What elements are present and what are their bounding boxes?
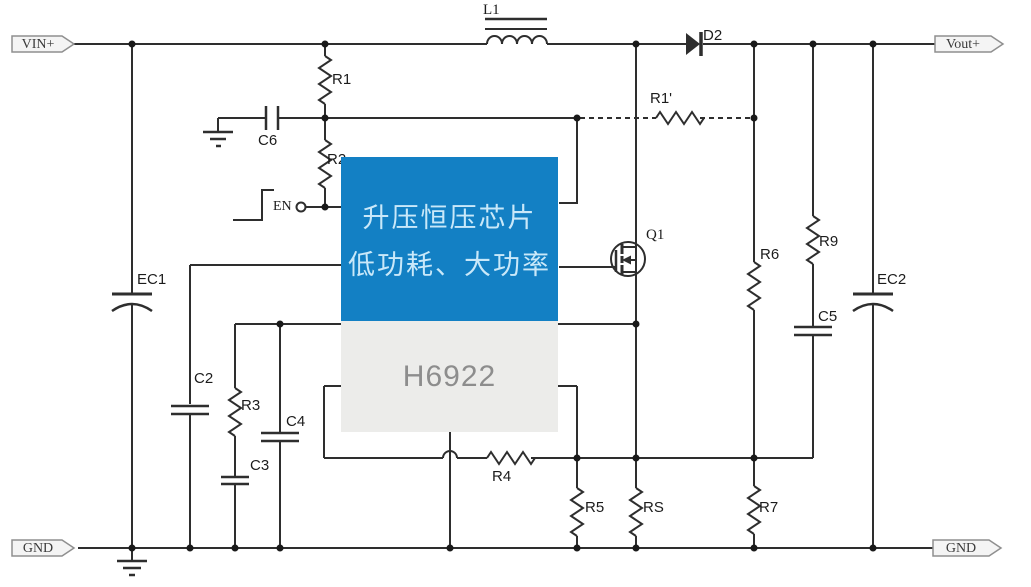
capacitor-c4-symbol — [261, 431, 299, 443]
label-en: EN — [273, 199, 292, 214]
resistor-r9-symbol — [805, 215, 821, 265]
resistor-r5-symbol — [569, 487, 585, 537]
label-l1: L1 — [483, 2, 500, 18]
terminal-vin-label: VIN+ — [21, 37, 55, 52]
label-c4: C4 — [286, 413, 306, 430]
terminal-vin-shape — [11, 35, 76, 53]
terminal-gnd-left-label: GND — [22, 541, 54, 556]
ground-symbol-main — [117, 548, 147, 577]
label-r4: R4 — [492, 468, 512, 485]
mosfet-q1-symbol — [559, 241, 646, 277]
capacitor-ec1-symbol — [111, 292, 153, 313]
resistor-r4-symbol — [486, 450, 536, 466]
label-r3: R3 — [241, 397, 261, 414]
capacitor-c6-symbol — [264, 106, 280, 130]
chip-description-line2: 低功耗、大功率 — [348, 250, 551, 280]
terminal-gnd-right-shape — [932, 539, 1003, 557]
junction-dots — [128, 40, 877, 552]
chip-part-number: H6922 — [402, 359, 497, 393]
en-edge-icon — [233, 189, 274, 221]
resistor-r3-symbol — [227, 387, 243, 437]
label-r7: R7 — [759, 499, 779, 516]
label-c2: C2 — [194, 370, 214, 387]
label-rs: RS — [643, 499, 664, 516]
resistor-r2-symbol — [317, 139, 333, 189]
chip-description-overlay: 升压恒压芯片 低功耗、大功率 — [341, 157, 558, 321]
label-q1: Q1 — [646, 227, 665, 243]
resistor-r1-prime-symbol — [580, 110, 754, 126]
label-r1-prime: R1' — [650, 90, 673, 107]
inductor-l1-symbol — [485, 17, 548, 45]
label-ec2: EC2 — [877, 271, 907, 288]
label-d2: D2 — [703, 27, 723, 44]
terminal-vout-shape — [934, 35, 1005, 53]
terminals — [11, 35, 1005, 557]
label-r6: R6 — [760, 246, 780, 263]
chip-part-number-box: H6922 — [341, 321, 558, 432]
en-node-circle — [295, 201, 307, 213]
terminal-gnd-right-label: GND — [945, 541, 977, 556]
label-r5: R5 — [585, 499, 605, 516]
capacitor-c5-symbol — [794, 325, 832, 337]
chip-description-line1: 升压恒压芯片 — [362, 203, 537, 233]
diode-d2-symbol — [686, 32, 703, 56]
label-r9: R9 — [819, 233, 839, 250]
terminal-gnd-left-shape — [11, 539, 76, 557]
capacitor-c2-symbol — [171, 404, 209, 416]
resistor-r1-symbol — [317, 55, 333, 105]
label-c6: C6 — [258, 132, 278, 149]
label-c5: C5 — [818, 308, 838, 325]
label-c3: C3 — [250, 457, 270, 474]
capacitor-ec2-symbol — [852, 292, 894, 313]
label-ec1: EC1 — [137, 271, 167, 288]
ground-symbol-c6 — [203, 118, 233, 148]
capacitor-c3-symbol — [221, 475, 249, 486]
resistor-r7-symbol — [746, 485, 762, 535]
resistor-r6-symbol — [746, 261, 762, 311]
resistor-rs-symbol — [628, 487, 644, 537]
terminal-vout-label: Vout+ — [945, 37, 981, 52]
label-r1: R1 — [332, 71, 352, 88]
